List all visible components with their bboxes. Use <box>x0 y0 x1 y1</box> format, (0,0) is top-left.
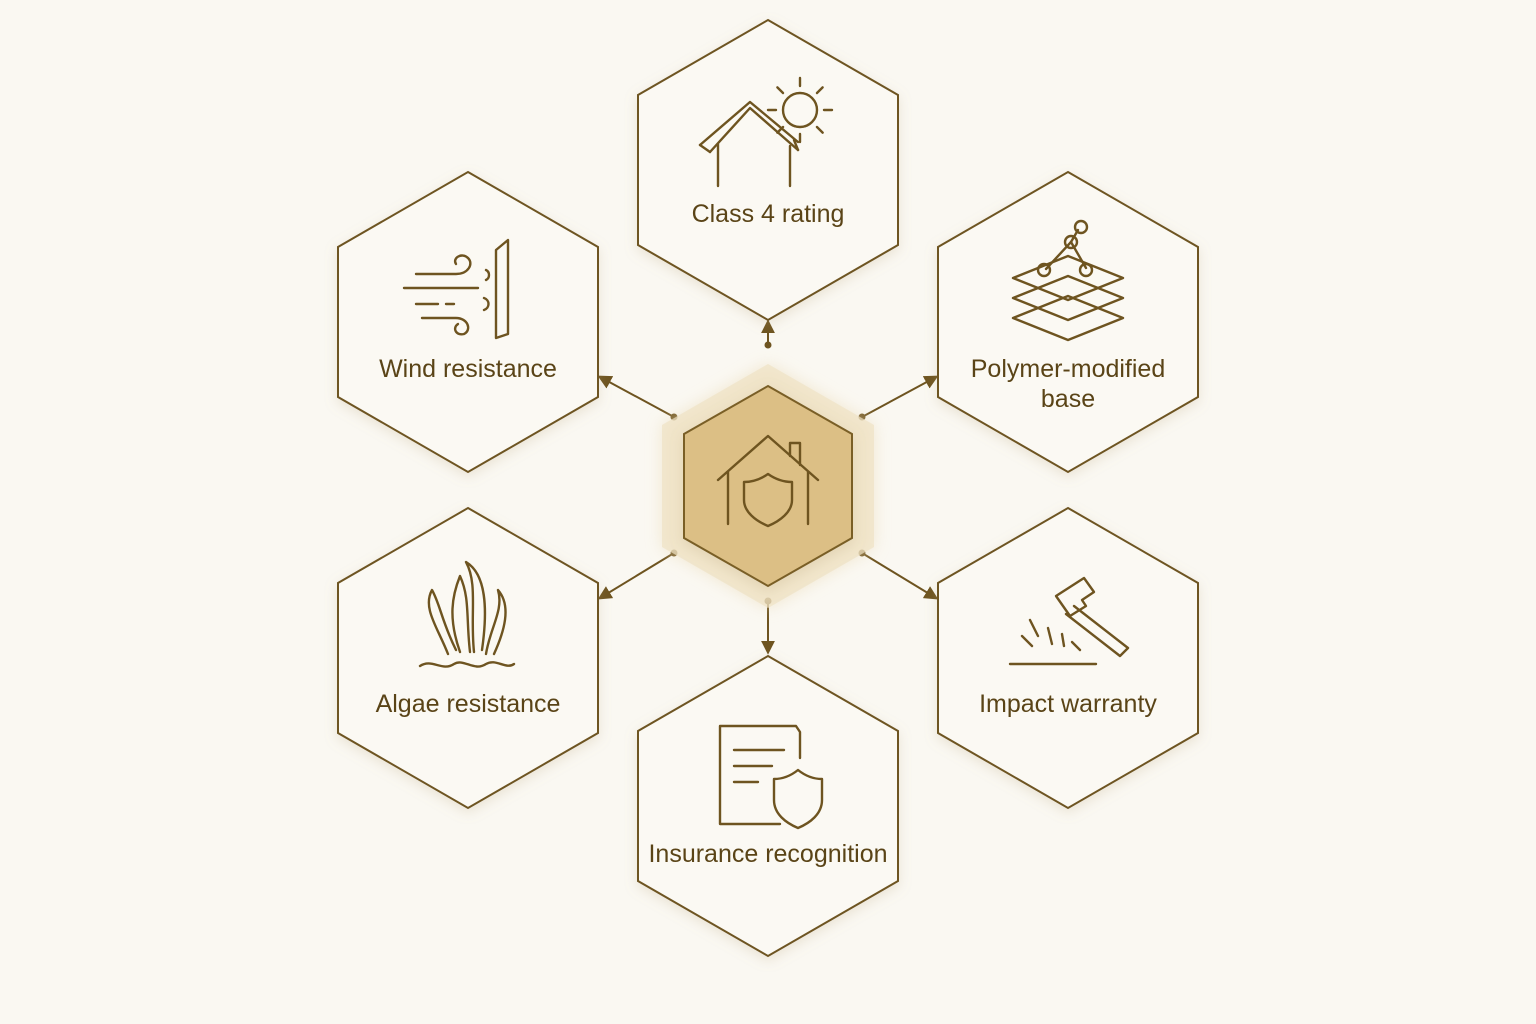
connector-wind-resistance <box>597 375 675 418</box>
node-insurance-recognition: Insurance recognition <box>637 654 899 958</box>
node-label-insurance-recognition: Insurance recognition <box>648 840 887 868</box>
node-class-4-rating: Class 4 rating <box>637 18 899 322</box>
hammer-impact-icon <box>1008 576 1130 666</box>
connector-impact-warranty <box>861 552 939 600</box>
connector-polymer-modified-base <box>861 375 939 418</box>
document-shield-icon <box>718 724 824 830</box>
node-label-wind-resistance: Wind resistance <box>379 355 557 383</box>
node-label-polymer-modified-base-line-2: base <box>1041 385 1095 413</box>
feature-nodes: Class 4 ratingPolymer-modifiedbaseImpact… <box>337 18 1199 958</box>
hexagon-insurance-recognition <box>637 654 899 958</box>
hexagon-wind-resistance <box>337 170 599 474</box>
node-label-impact-warranty: Impact warranty <box>979 690 1157 718</box>
hexagon-polymer-modified-base <box>937 170 1199 474</box>
wind-icon <box>402 238 510 340</box>
center-hub <box>662 364 874 608</box>
node-label-class-4-rating: Class 4 rating <box>692 200 845 228</box>
connector-algae-resistance <box>597 552 675 600</box>
node-wind-resistance: Wind resistance <box>337 170 599 474</box>
house-shield-icon <box>716 434 820 528</box>
hexagon-algae-resistance <box>337 506 599 810</box>
algae-icon <box>418 560 516 668</box>
node-algae-resistance: Algae resistance <box>337 506 599 810</box>
layers-molecule-icon <box>1011 219 1125 342</box>
hexagon-impact-warranty <box>937 506 1199 810</box>
node-label-algae-resistance: Algae resistance <box>376 690 561 718</box>
node-impact-warranty: Impact warranty <box>937 506 1199 810</box>
connector-dot-class-4-rating <box>764 341 772 349</box>
node-label-polymer-modified-base-line-1: Polymer-modified <box>971 355 1166 383</box>
house-sun-icon <box>698 76 834 188</box>
center-hub-hexagon <box>683 384 853 588</box>
hexagon-class-4-rating <box>637 18 899 322</box>
